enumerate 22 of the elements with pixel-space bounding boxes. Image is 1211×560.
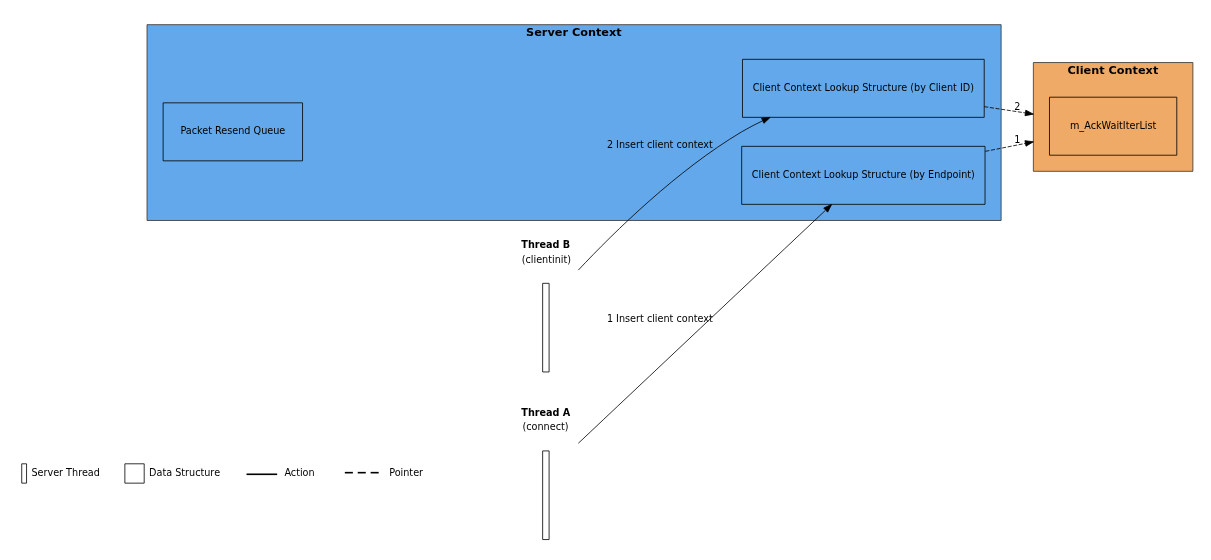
arrow <box>983 105 1034 116</box>
node-label: Thread A <box>521 406 571 418</box>
legend-label: Action <box>284 466 315 478</box>
legend-label: Server Thread <box>31 466 100 478</box>
legend-label: Pointer <box>389 466 424 478</box>
node-label: (clientinit) <box>521 253 572 265</box>
node-box <box>542 450 550 540</box>
legend-label: Data Structure <box>149 466 221 478</box>
node-box: Client Context Lookup Structure (by Client ID) <box>742 58 985 118</box>
edge-label: 2 Insert client context <box>606 138 713 150</box>
node-box: Client Context Lookup Structure (by Endpoint) <box>741 145 986 205</box>
arrow <box>984 139 1034 152</box>
node-box: m_AckWaitIterList <box>1049 96 1178 156</box>
node-box <box>542 282 550 372</box>
arrow <box>577 116 771 270</box>
edge-label: 2 <box>1014 100 1021 112</box>
node-label: Thread B <box>521 238 571 250</box>
edge-label: 1 Insert client context <box>606 312 713 324</box>
node-box: Packet Resend Queue <box>162 101 303 161</box>
node-label: (connect) <box>522 420 569 432</box>
arrow <box>577 203 832 444</box>
edge-label: 1 <box>1014 133 1021 145</box>
